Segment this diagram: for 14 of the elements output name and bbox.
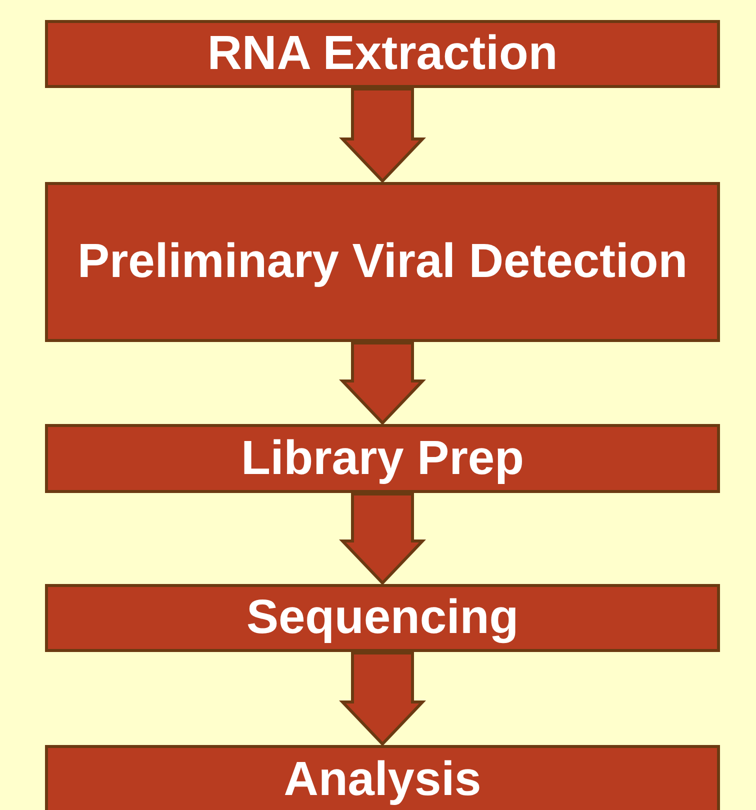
block-arrow xyxy=(339,88,426,184)
step-label: Analysis xyxy=(284,752,482,808)
block-arrow xyxy=(339,342,426,426)
step-label: Library Prep xyxy=(241,430,524,487)
process-box xyxy=(45,182,720,342)
process-box xyxy=(45,20,720,88)
step-label: RNA Extraction xyxy=(207,26,558,82)
block-arrow xyxy=(339,652,426,746)
process-box xyxy=(45,584,720,652)
step-label: Preliminary Viral Detection xyxy=(77,234,688,290)
step-label: Sequencing xyxy=(246,590,519,646)
process-box xyxy=(45,424,720,493)
block-arrow xyxy=(339,492,426,586)
process-box xyxy=(45,745,720,810)
